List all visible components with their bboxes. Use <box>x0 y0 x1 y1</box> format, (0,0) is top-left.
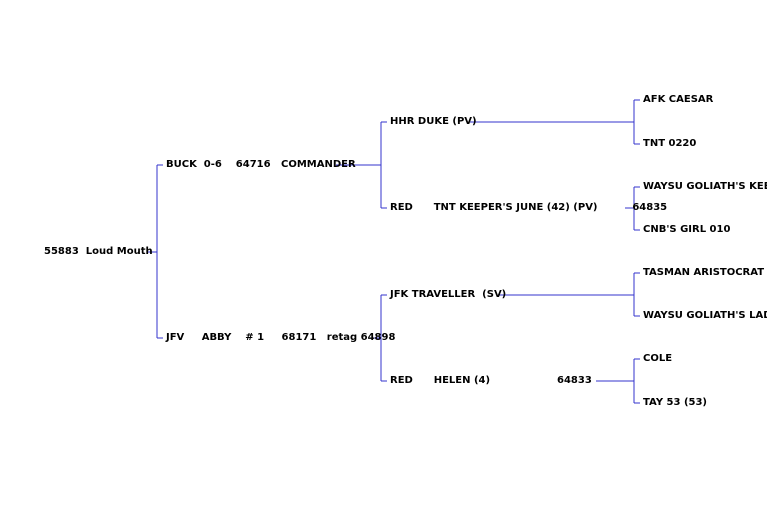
gen3-sire-sire-sire[interactable]: AFK CAESAR <box>643 94 714 105</box>
sire-dam[interactable]: RED TNT KEEPER'S JUNE (42) (PV) 64835 <box>390 202 668 213</box>
gen3-dam-dam-dam[interactable]: TAY 53 (53) <box>643 397 708 408</box>
gen3-dam-dam-sire[interactable]: COLE <box>643 353 673 364</box>
gen3-dam-sire-dam[interactable]: WAYSU GOLIATH'S LADY <box>643 310 767 321</box>
dam[interactable]: JFV ABBY # 1 68171 retag 64898 <box>166 332 396 343</box>
sire-sire[interactable]: HHR DUKE (PV) <box>390 116 477 127</box>
subject-animal[interactable]: 55883 Loud Mouth <box>44 246 153 257</box>
dam-dam-name[interactable]: RED HELEN (4) <box>390 375 491 386</box>
gen3-sire-dam-sire[interactable]: WAYSU GOLIATH'S KEEPER <box>643 181 767 192</box>
gen3-sire-dam-dam[interactable]: CNB'S GIRL 010 <box>643 224 731 235</box>
dam-sire[interactable]: JFK TRAVELLER (SV) <box>390 289 507 300</box>
gen3-sire-sire-dam[interactable]: TNT 0220 <box>643 138 697 149</box>
gen3-dam-sire-sire[interactable]: TASMAN ARISTOCRAT <box>643 267 765 278</box>
sire[interactable]: BUCK 0-6 64716 COMMANDER <box>166 159 356 170</box>
dam-dam-id: 64833 <box>557 375 592 386</box>
